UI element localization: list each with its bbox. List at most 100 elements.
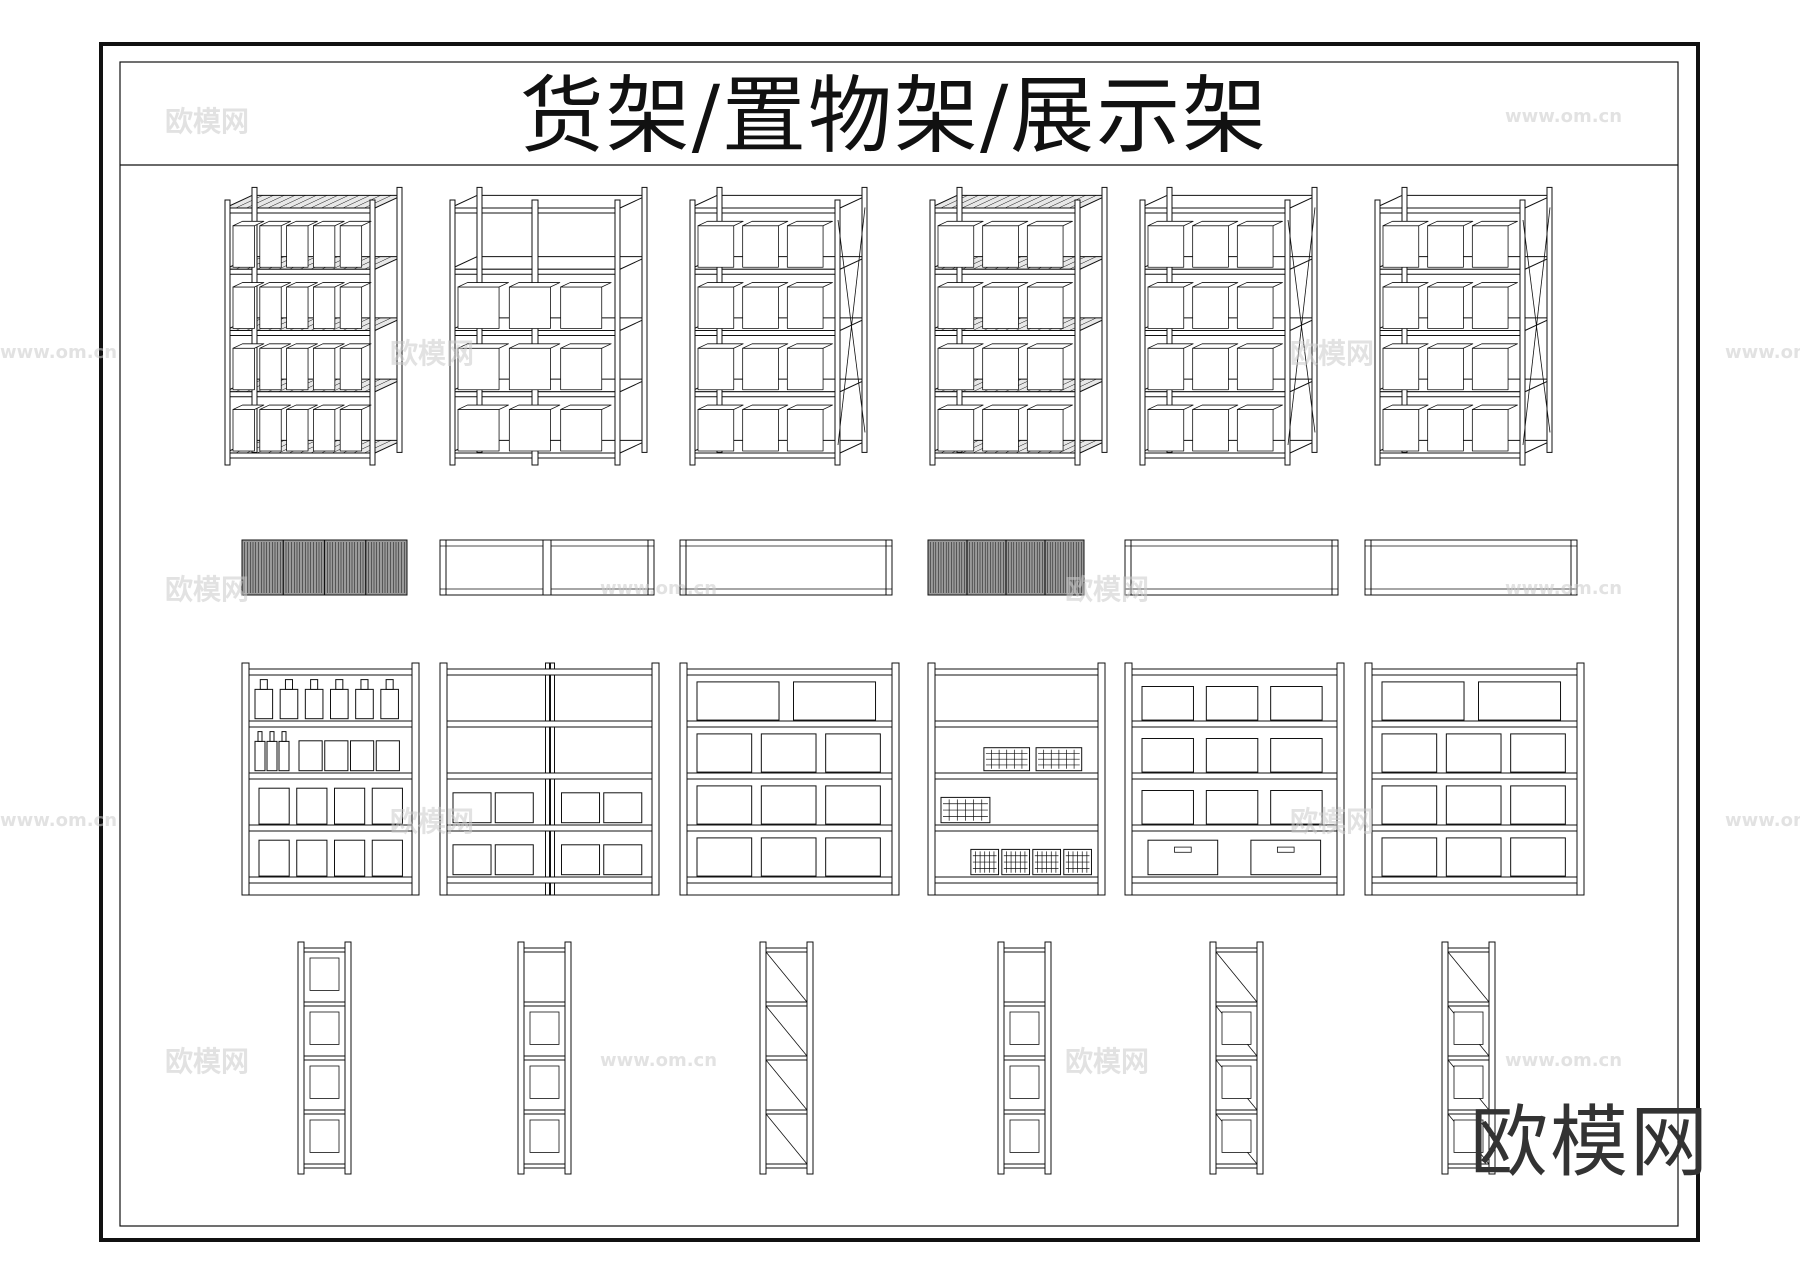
- iso-goods-top: [312, 343, 345, 349]
- side-deck: [303, 1109, 346, 1115]
- sheet-title: 货架/置物架/展示架: [519, 67, 1269, 165]
- iso-deck-slat: [342, 195, 370, 209]
- shelf-post: [1364, 662, 1373, 896]
- box: [371, 787, 403, 825]
- iso-beam: [224, 330, 376, 336]
- side-goods: [1009, 1065, 1040, 1099]
- iso-goods-front: [1026, 286, 1064, 329]
- bottle-body: [278, 740, 290, 772]
- inner-border: [119, 61, 1679, 1227]
- iso-goods-front: [312, 286, 336, 329]
- iso-deck-slat: [321, 195, 349, 209]
- crate: [970, 848, 1000, 876]
- side-post: [517, 941, 525, 1175]
- iso-goods-top: [742, 282, 789, 288]
- plan-outline: [1364, 539, 1578, 596]
- shelf-deck: [1371, 824, 1578, 832]
- bin-outline: [1147, 839, 1219, 876]
- iso-goods-top: [1471, 220, 1518, 227]
- side-deck: [303, 1001, 346, 1007]
- front-view-shelf-4: [927, 662, 1106, 896]
- iso-beam: [689, 391, 841, 398]
- iso-goods-top: [1471, 343, 1518, 349]
- box: [258, 839, 290, 877]
- iso-goods-front: [786, 409, 824, 452]
- iso-deck-slat: [1058, 195, 1086, 209]
- iso-goods-front: [937, 286, 975, 329]
- iso-goods-top: [286, 282, 318, 288]
- plan-post: [647, 539, 655, 596]
- bottle-neck: [360, 679, 369, 690]
- iso-goods-front: [508, 286, 551, 329]
- side-deck: [1447, 1163, 1490, 1169]
- iso-goods-front: [1192, 347, 1229, 391]
- box: [1205, 738, 1259, 773]
- plan-post: [1331, 539, 1339, 596]
- iso-goods-top: [937, 404, 984, 410]
- box: [696, 837, 753, 877]
- iso-goods-top: [560, 343, 612, 349]
- iso-goods-front: [259, 347, 282, 391]
- watermark-url: www.om.cn: [1505, 106, 1623, 127]
- bottle: [254, 731, 266, 772]
- side-deck: [765, 1001, 808, 1007]
- shelf-post: [651, 662, 660, 896]
- shelf-deck: [686, 720, 893, 728]
- iso-goods-front: [232, 347, 255, 391]
- plan-post: [1570, 539, 1578, 596]
- iso-deck-slat: [310, 195, 338, 209]
- box: [603, 792, 643, 824]
- shelf-deck: [446, 824, 653, 832]
- iso-goods-top: [742, 404, 789, 410]
- iso-beam: [929, 452, 1081, 459]
- iso-beam: [224, 268, 376, 275]
- watermark-logo: 欧模网: [165, 105, 250, 138]
- iso-deck-slat: [972, 195, 1000, 209]
- iso-post: [224, 199, 231, 466]
- side-deck: [303, 947, 346, 953]
- bottle: [278, 731, 290, 772]
- iso-post: [1546, 186, 1553, 453]
- shelf-post: [439, 662, 448, 896]
- box: [561, 844, 601, 876]
- iso-goods-top: [982, 220, 1029, 227]
- side-post: [1209, 941, 1217, 1175]
- iso-beam: [1374, 207, 1526, 214]
- shelf-post: [1336, 662, 1345, 896]
- bottle-body: [279, 688, 299, 720]
- side-goods: [1221, 1119, 1252, 1153]
- iso-goods-top: [259, 220, 292, 227]
- iso-goods-top: [1192, 220, 1239, 227]
- shelf-deck: [1371, 772, 1578, 780]
- shelf-deck: [1371, 668, 1578, 676]
- side-view-shelf-5: [1209, 941, 1264, 1175]
- side-deck: [1003, 1055, 1046, 1061]
- box: [1141, 686, 1194, 721]
- iso-goods-front: [1382, 225, 1420, 268]
- iso-goods-top: [1427, 343, 1474, 349]
- iso-goods-top: [1192, 343, 1239, 349]
- box: [1205, 686, 1259, 721]
- side-goods: [1221, 1065, 1252, 1099]
- iso-goods-front: [1427, 347, 1464, 391]
- plan-post: [679, 539, 687, 596]
- iso-deck-slat: [364, 256, 392, 270]
- iso-goods-top: [1382, 282, 1429, 288]
- iso-goods-front: [286, 347, 309, 391]
- crate: [1063, 848, 1092, 876]
- iso-post: [614, 199, 621, 466]
- box: [494, 844, 534, 876]
- crate: [983, 747, 1031, 772]
- iso-brace: [837, 219, 866, 433]
- side-goods: [529, 1065, 560, 1099]
- iso-goods-top: [339, 220, 372, 227]
- iso-beam: [224, 452, 376, 459]
- box: [696, 733, 753, 773]
- side-deck: [303, 1163, 346, 1169]
- iso-goods-front: [508, 347, 551, 391]
- shelf-deck: [934, 720, 1099, 728]
- crate: [1032, 848, 1062, 876]
- iso-beam: [1374, 268, 1526, 275]
- iso-goods-top: [742, 220, 789, 227]
